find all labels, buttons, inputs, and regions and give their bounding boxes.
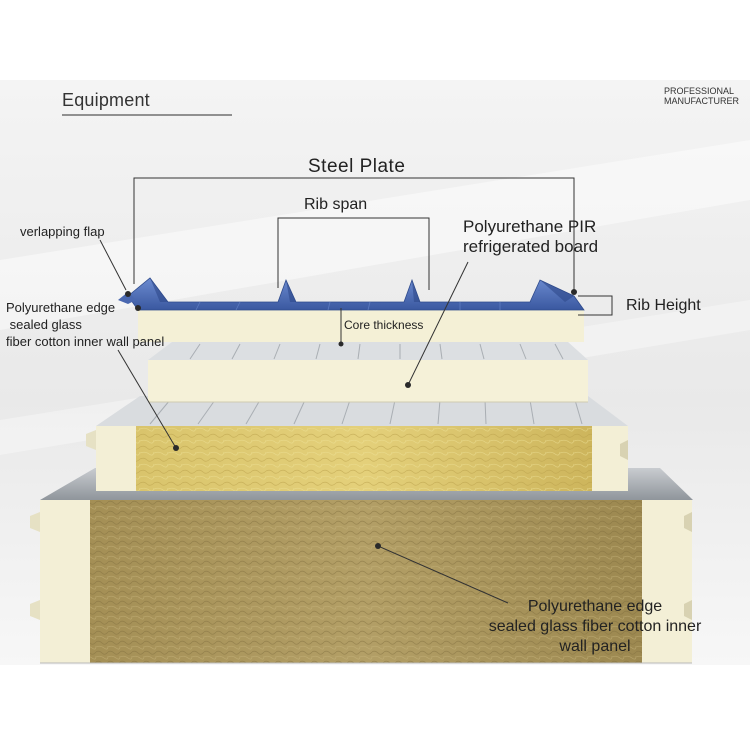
rib-height-bracket (578, 295, 613, 316)
panel-rock-left-tongue (30, 512, 40, 620)
label-edge-bottom-line-2: sealed glass fiber cotton inner (488, 618, 702, 635)
label-overlapping-flap: verlapping flap (20, 224, 105, 239)
label-edge-top-line-1: Polyurethane edge (6, 300, 116, 315)
edge-bottom-leader (377, 545, 509, 604)
backdrop-light-streak (0, 140, 750, 330)
edge-top-upper-dot (135, 305, 141, 311)
label-pir-line-1: Polyurethane PIR (463, 217, 597, 236)
panel-glass-top-grooves (149, 399, 583, 425)
panel-pir-top-grooves (189, 343, 564, 360)
label-pir-board: Polyurethane PIR refrigerated board (463, 217, 643, 256)
pir-leader-dot (405, 382, 411, 388)
brand-line-1: PROFESSIONAL (664, 86, 735, 96)
panel-rock-right-groove (684, 512, 692, 620)
steel-plate-bracket (133, 177, 575, 290)
panel-glass-right-cap (592, 426, 628, 491)
label-edge-sealed-top: Polyurethane edge sealed glass fiber cot… (6, 299, 226, 350)
label-rib-span: Rib span (304, 196, 368, 213)
steel-plate-dot (571, 289, 577, 295)
flap-leader-dot (125, 291, 131, 297)
panel-rock-left-cap (40, 500, 90, 663)
panel-glass-left-tongue (86, 430, 96, 450)
label-edge-top-line-3: fiber cotton inner wall panel (6, 334, 165, 349)
rib-span-bracket (277, 217, 430, 290)
label-edge-bottom-line-3: wall panel (559, 638, 631, 655)
label-pir-line-2: refrigerated board (463, 236, 599, 256)
panel-steel-core (138, 310, 584, 342)
panel-pir-core (148, 360, 588, 402)
panel-pir-board (148, 342, 588, 403)
brand-line-2: MANUFACTURER (664, 96, 740, 106)
header-title: Equipment (62, 90, 150, 110)
panel-glass-left-cap (96, 426, 136, 491)
edge-top-dot (173, 445, 179, 451)
panel-pir-top-sheet (148, 342, 588, 360)
label-edge-bottom-line-1: Polyurethane edge (527, 598, 663, 615)
leader-lines (99, 177, 613, 604)
label-steel-plate: Steel Plate (308, 156, 406, 177)
panel-steel-rib-lines (195, 301, 501, 311)
overlapping-flap (118, 292, 136, 304)
brand-mark: PROFESSIONAL MANUFACTURER (664, 86, 739, 106)
panel-ribbed-steel (118, 277, 585, 342)
flap-leader (99, 239, 127, 291)
panel-glass-right-groove (620, 440, 628, 460)
label-rib-height: Rib Height (626, 297, 701, 314)
edge-top-leader (117, 349, 177, 449)
panel-rock-core-fiber (90, 500, 642, 663)
panel-glass-top-sheet (96, 396, 628, 426)
panel-rock-right-cap (642, 500, 692, 663)
edge-bottom-dot (375, 543, 381, 549)
panel-rock-wool (30, 468, 693, 664)
pir-leader (407, 261, 469, 386)
panel-glass-core-fiber (136, 426, 592, 491)
label-core-thickness: Core thickness (344, 318, 424, 332)
label-edge-top-line-2: sealed glass (6, 317, 82, 332)
core-thickness-dot (338, 341, 344, 347)
label-edge-sealed-bottom: Polyurethane edge sealed glass fiber cot… (470, 597, 720, 657)
panel-glass-wool (86, 396, 628, 491)
leader-dots (125, 289, 577, 549)
